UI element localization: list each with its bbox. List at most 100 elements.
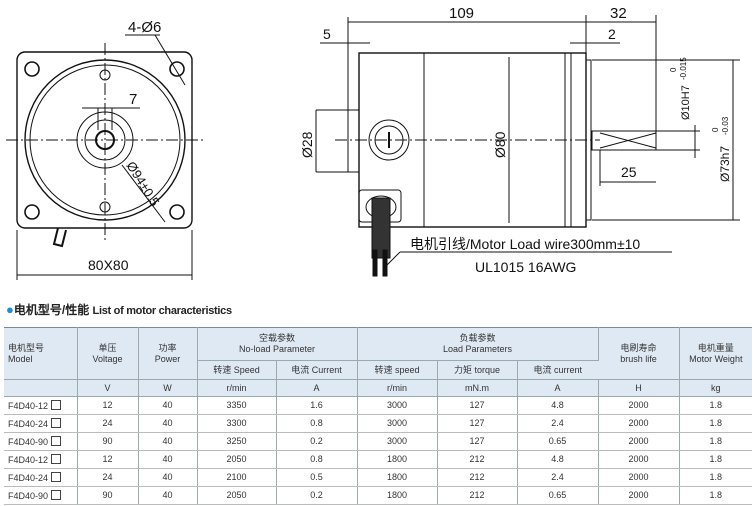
shaft-length-dimension: 32: [610, 5, 627, 22]
cell-text: 2000: [628, 472, 649, 482]
value-cell: 1.8: [679, 468, 753, 487]
value-cell: 0.5: [276, 468, 358, 487]
value-cell: 24: [77, 468, 139, 487]
cell-text: 1800: [387, 454, 408, 464]
cell-text: 12: [102, 400, 113, 410]
checkbox-square-icon: [51, 417, 62, 428]
back-dimension: 5: [323, 26, 331, 42]
value-cell: 90: [77, 432, 139, 451]
model-cell: F4D40-24: [4, 414, 78, 433]
value-cell: 212: [437, 486, 518, 505]
cell-text: 212: [469, 472, 485, 482]
pilot-tolerance-upper: 0: [711, 127, 720, 132]
value-cell: 40: [138, 414, 198, 433]
cell-text: F4D40-90: [8, 436, 49, 447]
value-cell: 12: [77, 450, 139, 469]
model-cell: F4D40-24: [4, 468, 78, 487]
cell-text: 1800: [387, 490, 408, 500]
cell-text: 2100: [226, 472, 247, 482]
value-cell: 1.8: [679, 432, 753, 451]
key-length-dimension: 25: [621, 164, 637, 180]
cell-text: 2000: [628, 454, 649, 464]
pilot-diameter: Ø73h7: [718, 146, 732, 182]
cell-text: 1.8: [709, 436, 723, 446]
unit-cell: V: [77, 379, 139, 397]
header-load-torque: 力矩 torque: [437, 360, 518, 380]
value-cell: 2050: [197, 486, 277, 505]
value-cell: 127: [437, 396, 518, 415]
value-cell: 1800: [357, 486, 438, 505]
value-cell: 3000: [357, 396, 438, 415]
value-cell: 40: [138, 468, 198, 487]
cell-text: 0.65: [548, 436, 567, 446]
cell-text: 2.4: [551, 472, 564, 482]
model-cell: F4D40-90: [4, 486, 78, 505]
value-cell: 2000: [598, 432, 680, 451]
cell-text: 2050: [226, 490, 247, 500]
value-cell: 1.8: [679, 450, 753, 469]
value-cell: 24: [77, 414, 139, 433]
value-cell: 2.4: [517, 414, 599, 433]
value-cell: 3350: [197, 396, 277, 415]
section-title-en: List of motor characteristics: [92, 305, 233, 317]
shaft-tolerance-lower: -0.015: [679, 57, 688, 80]
cell-text: 2.4: [551, 418, 564, 428]
pilot-tolerance-lower: -0.03: [721, 116, 730, 135]
cell-text: 1.6: [310, 400, 323, 410]
cell-text: 4.8: [551, 400, 564, 410]
cell-text: 127: [469, 436, 485, 446]
value-cell: 0.65: [517, 486, 599, 505]
unit-cell: A: [517, 379, 599, 397]
cell-text: 2050: [226, 454, 247, 464]
cell-text: 0.2: [310, 490, 323, 500]
value-cell: 0.8: [276, 414, 358, 433]
value-cell: 1.8: [679, 486, 753, 505]
checkbox-square-icon: [51, 471, 62, 482]
value-cell: 2.4: [517, 468, 599, 487]
value-cell: 127: [437, 414, 518, 433]
value-cell: 0.2: [276, 486, 358, 505]
cell-text: F4D40-24: [8, 472, 49, 483]
cell-text: 0.8: [310, 454, 323, 464]
cell-text: 3250: [226, 436, 247, 446]
value-cell: 0.2: [276, 432, 358, 451]
front-view: 4-Ø6 7 Ø94±0.5 80X80: [6, 19, 204, 280]
cell-text: 90: [102, 436, 113, 446]
length-dimension: 109: [449, 5, 474, 22]
checkbox-square-icon: [51, 489, 62, 500]
cell-text: 40: [162, 436, 173, 446]
cell-text: 3000: [387, 436, 408, 446]
value-cell: 212: [437, 450, 518, 469]
value-cell: 40: [138, 432, 198, 451]
value-cell: 40: [138, 396, 198, 415]
value-cell: 1.8: [679, 396, 753, 415]
cell-text: 127: [469, 400, 485, 410]
value-cell: 3000: [357, 432, 438, 451]
value-cell: 2000: [598, 450, 680, 469]
side-view: 109 32 5 2 Ø28 Ø80 Ø10H7 0 -0.015 Ø73h7 …: [299, 5, 740, 277]
cell-text: 24: [102, 472, 113, 482]
cell-text: 0.2: [310, 436, 323, 446]
cell-text: 3350: [226, 400, 247, 410]
motor-technical-drawing: 4-Ø6 7 Ø94±0.5 80X80 109 32 5 2 Ø28 Ø8: [6, 5, 740, 280]
checkbox-square-icon: [51, 453, 62, 464]
header-noload-current: 电流 Current: [276, 360, 358, 380]
cell-text: 24: [102, 418, 113, 428]
value-cell: 4.8: [517, 396, 599, 415]
cell-text: 0.8: [310, 418, 323, 428]
cell-text: F4D40-24: [8, 418, 49, 429]
cell-text: 90: [102, 490, 113, 500]
unit-cell: kg: [679, 379, 753, 397]
cell-text: 1.8: [709, 490, 723, 500]
cell-text: 2000: [628, 490, 649, 500]
value-cell: 2100: [197, 468, 277, 487]
pcd-dimension: Ø94±0.5: [123, 159, 162, 209]
model-cell: F4D40-90: [4, 432, 78, 451]
cell-text: 2000: [628, 400, 649, 410]
cell-text: F4D40-12: [8, 400, 49, 411]
